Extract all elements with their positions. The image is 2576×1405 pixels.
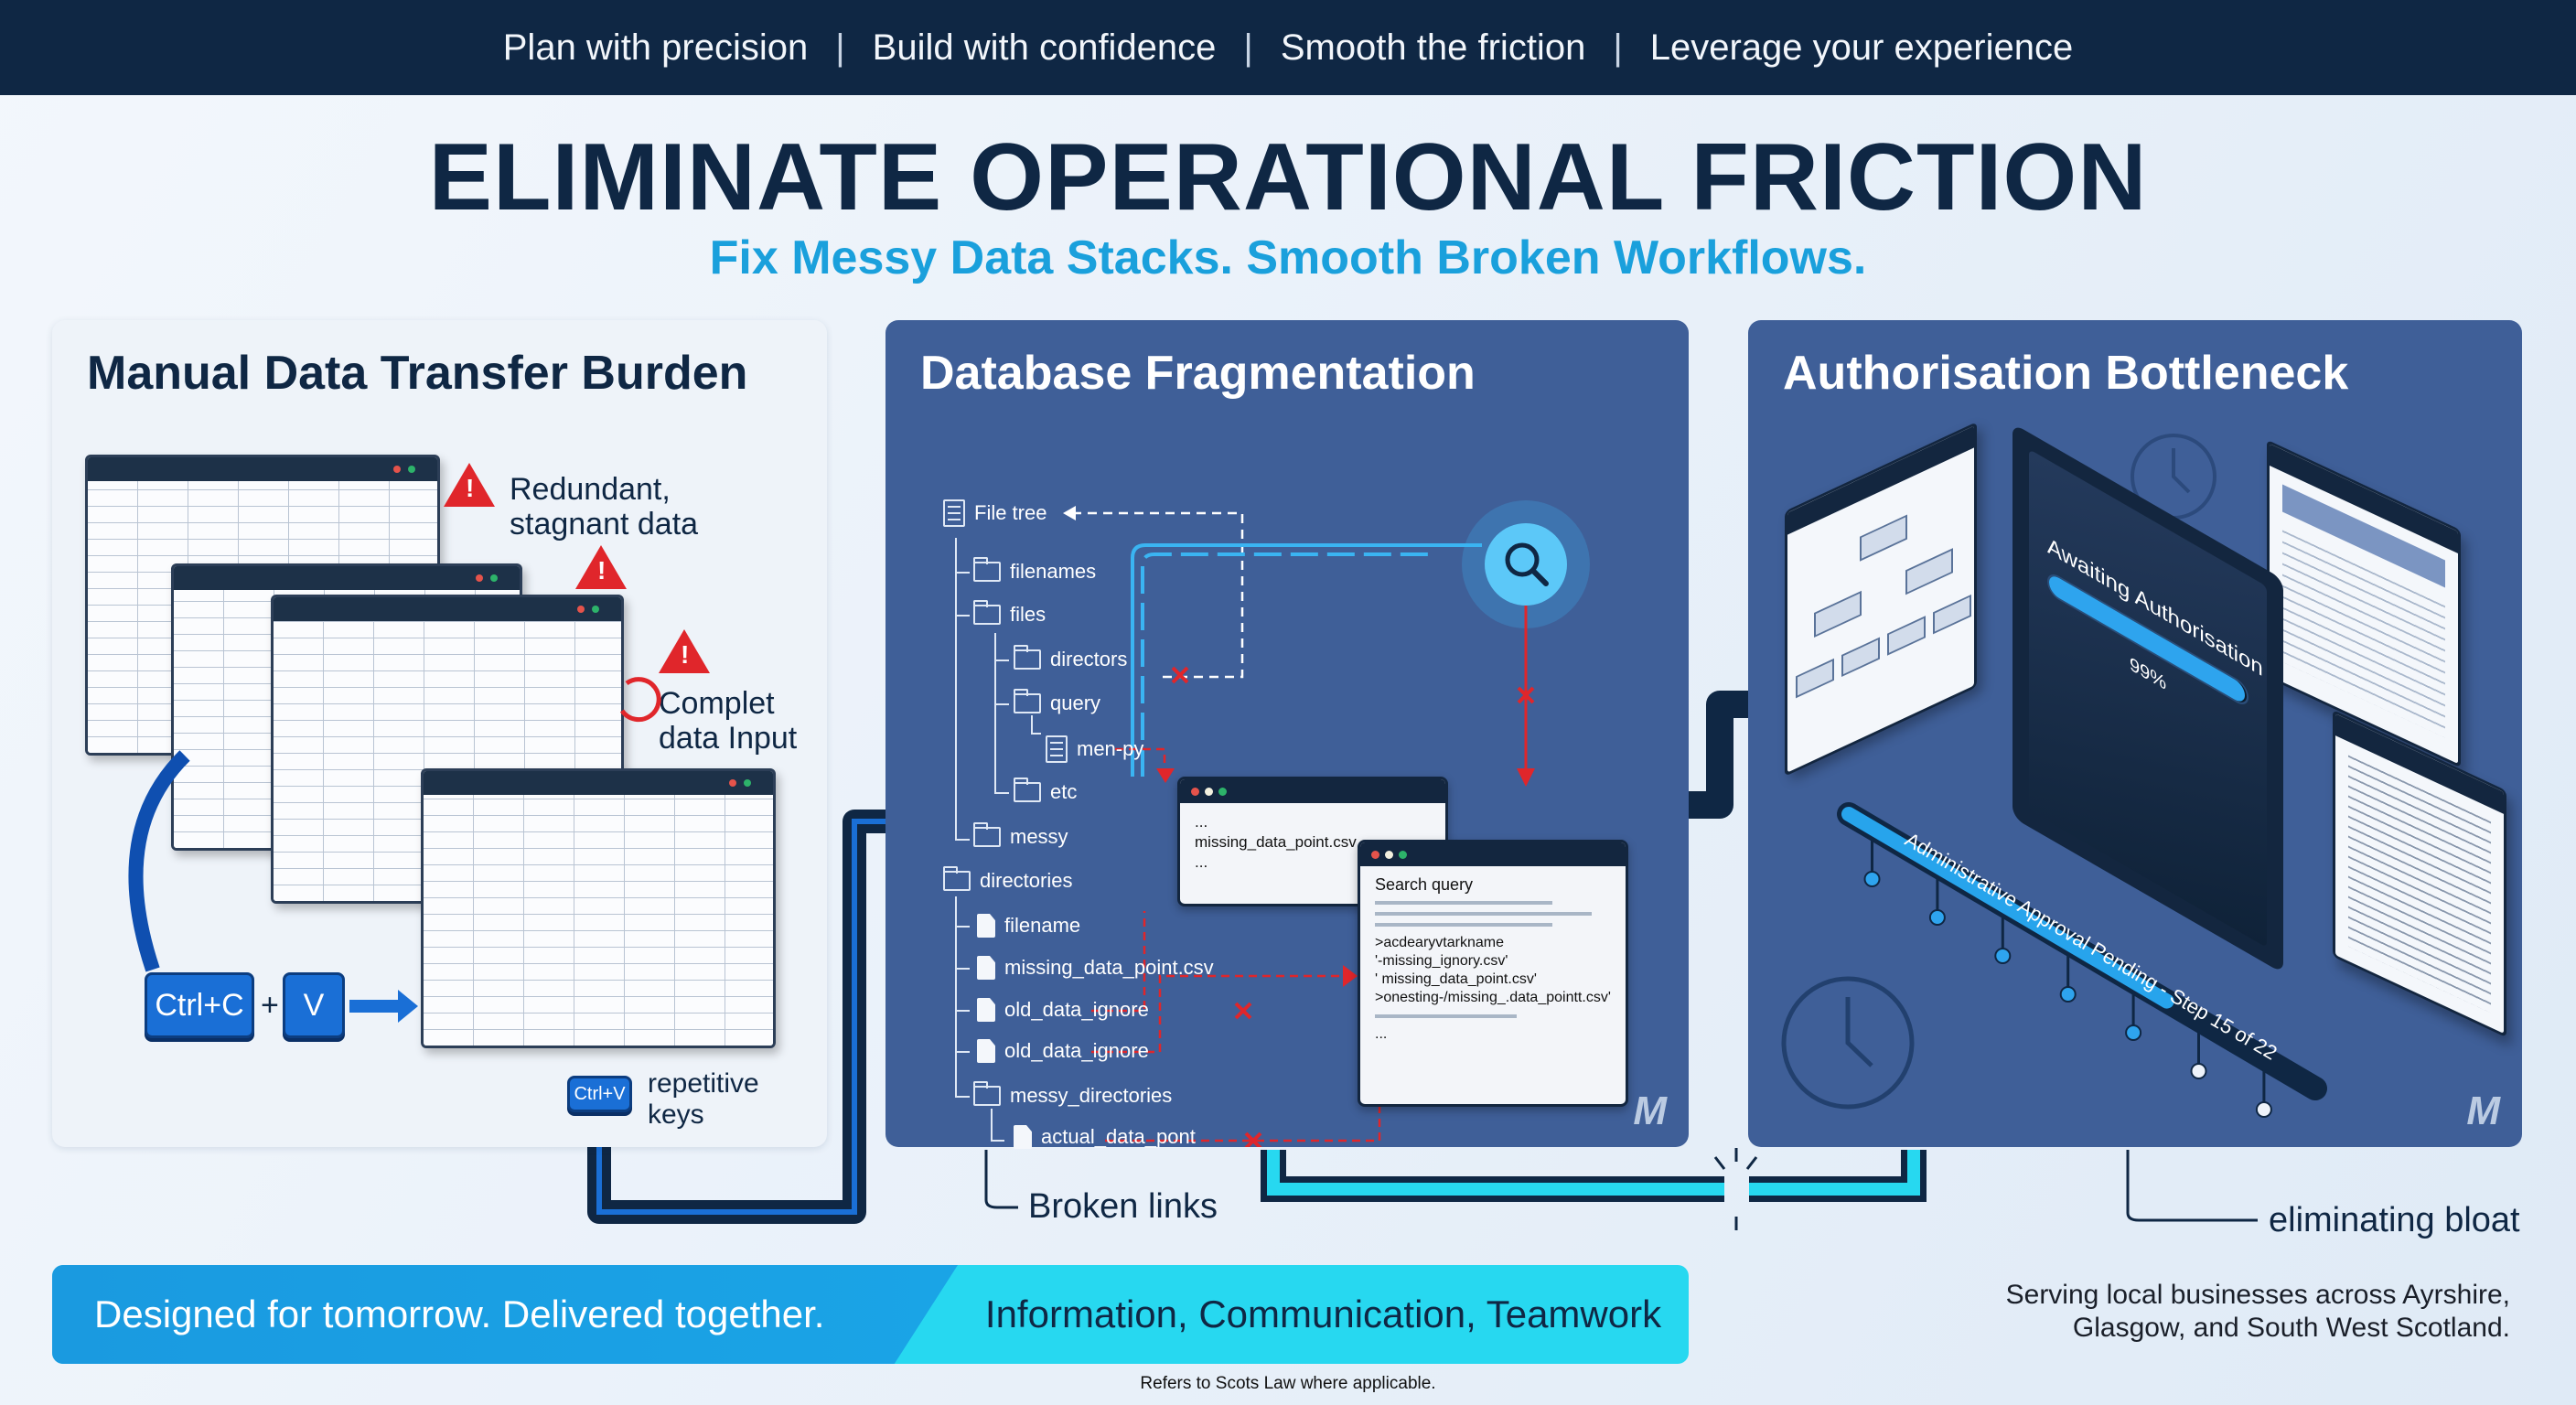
folder-icon <box>1014 645 1041 670</box>
tree-item[interactable]: filenames <box>973 557 1096 584</box>
pipe-cyan-right-fill <box>1749 1150 1920 1196</box>
tree-connectors <box>955 500 1590 1147</box>
file-icon <box>977 1039 995 1063</box>
panel-authorisation-bottleneck: Authorisation Bottleneck Awaiting Author… <box>1748 320 2522 1147</box>
label-broken-links: Broken links <box>1028 1187 1218 1226</box>
timeline-step-marker <box>2059 986 2077 1003</box>
legal-note: Refers to Scots Law where applicable. <box>1140 1374 1436 1393</box>
pipe-cyan-left-fill <box>1267 1150 1724 1196</box>
key-v: V <box>283 972 345 1038</box>
tree-item-file-tree[interactable]: File tree <box>943 499 1046 527</box>
timeline-step-marker <box>2255 1101 2272 1118</box>
clock-icon <box>1781 976 1915 1110</box>
top-tagline-bar: Plan with precision | Build with confide… <box>0 0 2576 95</box>
tagline-item: Plan with precision <box>502 27 809 68</box>
service-area-text: Serving local businesses across Ayrshire… <box>2005 1280 2510 1343</box>
tree-item[interactable]: directories <box>943 866 1072 893</box>
warning-icon: ! <box>444 463 495 507</box>
folder-icon <box>973 822 1001 847</box>
tree-item[interactable]: actual_data_pont <box>1014 1125 1196 1149</box>
progress-percent: 99% <box>2130 653 2167 695</box>
tagline-separator: | <box>1613 27 1623 68</box>
file-icon <box>977 914 995 938</box>
org-chart-window <box>1785 422 1977 777</box>
tree-item[interactable]: messy_directories <box>973 1081 1172 1108</box>
brand-logo: M <box>2466 1089 2500 1133</box>
panel-manual-data-transfer: Manual Data Transfer Burden ! ! ! Redund… <box>52 320 827 1147</box>
folder-icon <box>973 1081 1001 1106</box>
panel-title: Database Fragmentation <box>920 347 1476 400</box>
panel-database-fragmentation: Database Fragmentation File tree filenam… <box>886 320 1689 1149</box>
search-query-title: Search query <box>1375 875 1474 894</box>
pipe-middle <box>1689 691 1752 819</box>
org-chart-icon <box>1796 514 1971 699</box>
panel-title: Authorisation Bottleneck <box>1783 347 2349 400</box>
tagline-separator: | <box>1243 27 1253 68</box>
label-redundant-data: Redundant, stagnant data <box>510 472 699 542</box>
warning-icon: ! <box>575 545 627 589</box>
tagline-item: Smooth the friction <box>1280 27 1586 68</box>
pipe-left-inner <box>596 819 889 1215</box>
document-icon <box>1046 735 1068 763</box>
bottom-banner: Designed for tomorrow. Delivered togethe… <box>52 1265 1689 1364</box>
copy-flow-arrow <box>128 677 661 1023</box>
key-ctrl-c: Ctrl+C <box>145 972 254 1038</box>
plus-sign: + <box>261 988 279 1023</box>
folder-icon <box>973 557 1001 582</box>
key-ctrl-v: Ctrl+V <box>567 1076 632 1112</box>
timeline-step-marker <box>1928 909 1946 926</box>
tree-item[interactable]: etc <box>1014 778 1077 804</box>
break-spark <box>1713 1148 1758 1230</box>
brand-logo: M <box>1633 1089 1667 1133</box>
page-subtitle: Fix Messy Data Stacks. Smooth Broken Wor… <box>709 231 1867 284</box>
search-query-window: Search query >acdearyvtarkname'-missing_… <box>1358 840 1628 1107</box>
tree-item[interactable]: query <box>1014 689 1100 715</box>
timeline-step-marker <box>1863 871 1881 887</box>
tree-item[interactable]: filename <box>977 914 1080 938</box>
banner-tagline: Designed for tomorrow. Delivered togethe… <box>52 1265 958 1364</box>
auth-graphics <box>1781 434 2327 1118</box>
page-title: ELIMINATE OPERATIONAL FRICTION <box>428 124 2148 231</box>
tree-item[interactable]: directors <box>1014 645 1127 671</box>
tagline-item: Leverage your experience <box>1649 27 2074 68</box>
document-icon <box>943 499 965 527</box>
timeline-step-marker <box>1994 948 2012 964</box>
tree-item[interactable]: files <box>973 600 1046 627</box>
tree-item[interactable]: men-py <box>1046 735 1143 763</box>
timeline-step-marker <box>2125 1024 2142 1041</box>
broken-link-x-marks <box>1171 666 1535 1147</box>
file-icon <box>977 956 995 980</box>
file-icon <box>977 998 995 1022</box>
spreadsheet-window <box>421 768 776 1048</box>
panel-title: Manual Data Transfer Burden <box>87 347 748 400</box>
search-icon <box>1485 523 1567 606</box>
tree-item[interactable]: old_data_ignore <box>977 1039 1149 1063</box>
tree-item[interactable]: missing_data_point.csv <box>977 956 1214 980</box>
tree-item[interactable]: old_data_ignore <box>977 998 1149 1022</box>
label-complet-data-input: Complet data Input <box>659 686 798 756</box>
tagline-item: Build with confidence <box>872 27 1217 68</box>
broken-links-leader <box>984 1150 1018 1209</box>
tagline-separator: | <box>835 27 845 68</box>
tree-item[interactable]: messy <box>973 822 1068 849</box>
file-icon <box>1014 1125 1032 1149</box>
warning-icon: ! <box>659 629 710 673</box>
timeline-step-marker <box>2190 1063 2207 1079</box>
approval-timeline <box>1837 802 2327 1100</box>
label-repetitive-keys: repetitive keys <box>648 1068 759 1130</box>
folder-open-icon <box>973 600 1001 625</box>
banner-values: Information, Communication, Teamwork <box>984 1292 1662 1335</box>
folder-icon <box>1014 778 1041 802</box>
label-eliminating-bloat: eliminating bloat <box>2269 1201 2520 1239</box>
folder-open-icon <box>1014 689 1041 713</box>
bloat-leader <box>2126 1150 2258 1222</box>
folder-icon <box>943 866 971 891</box>
